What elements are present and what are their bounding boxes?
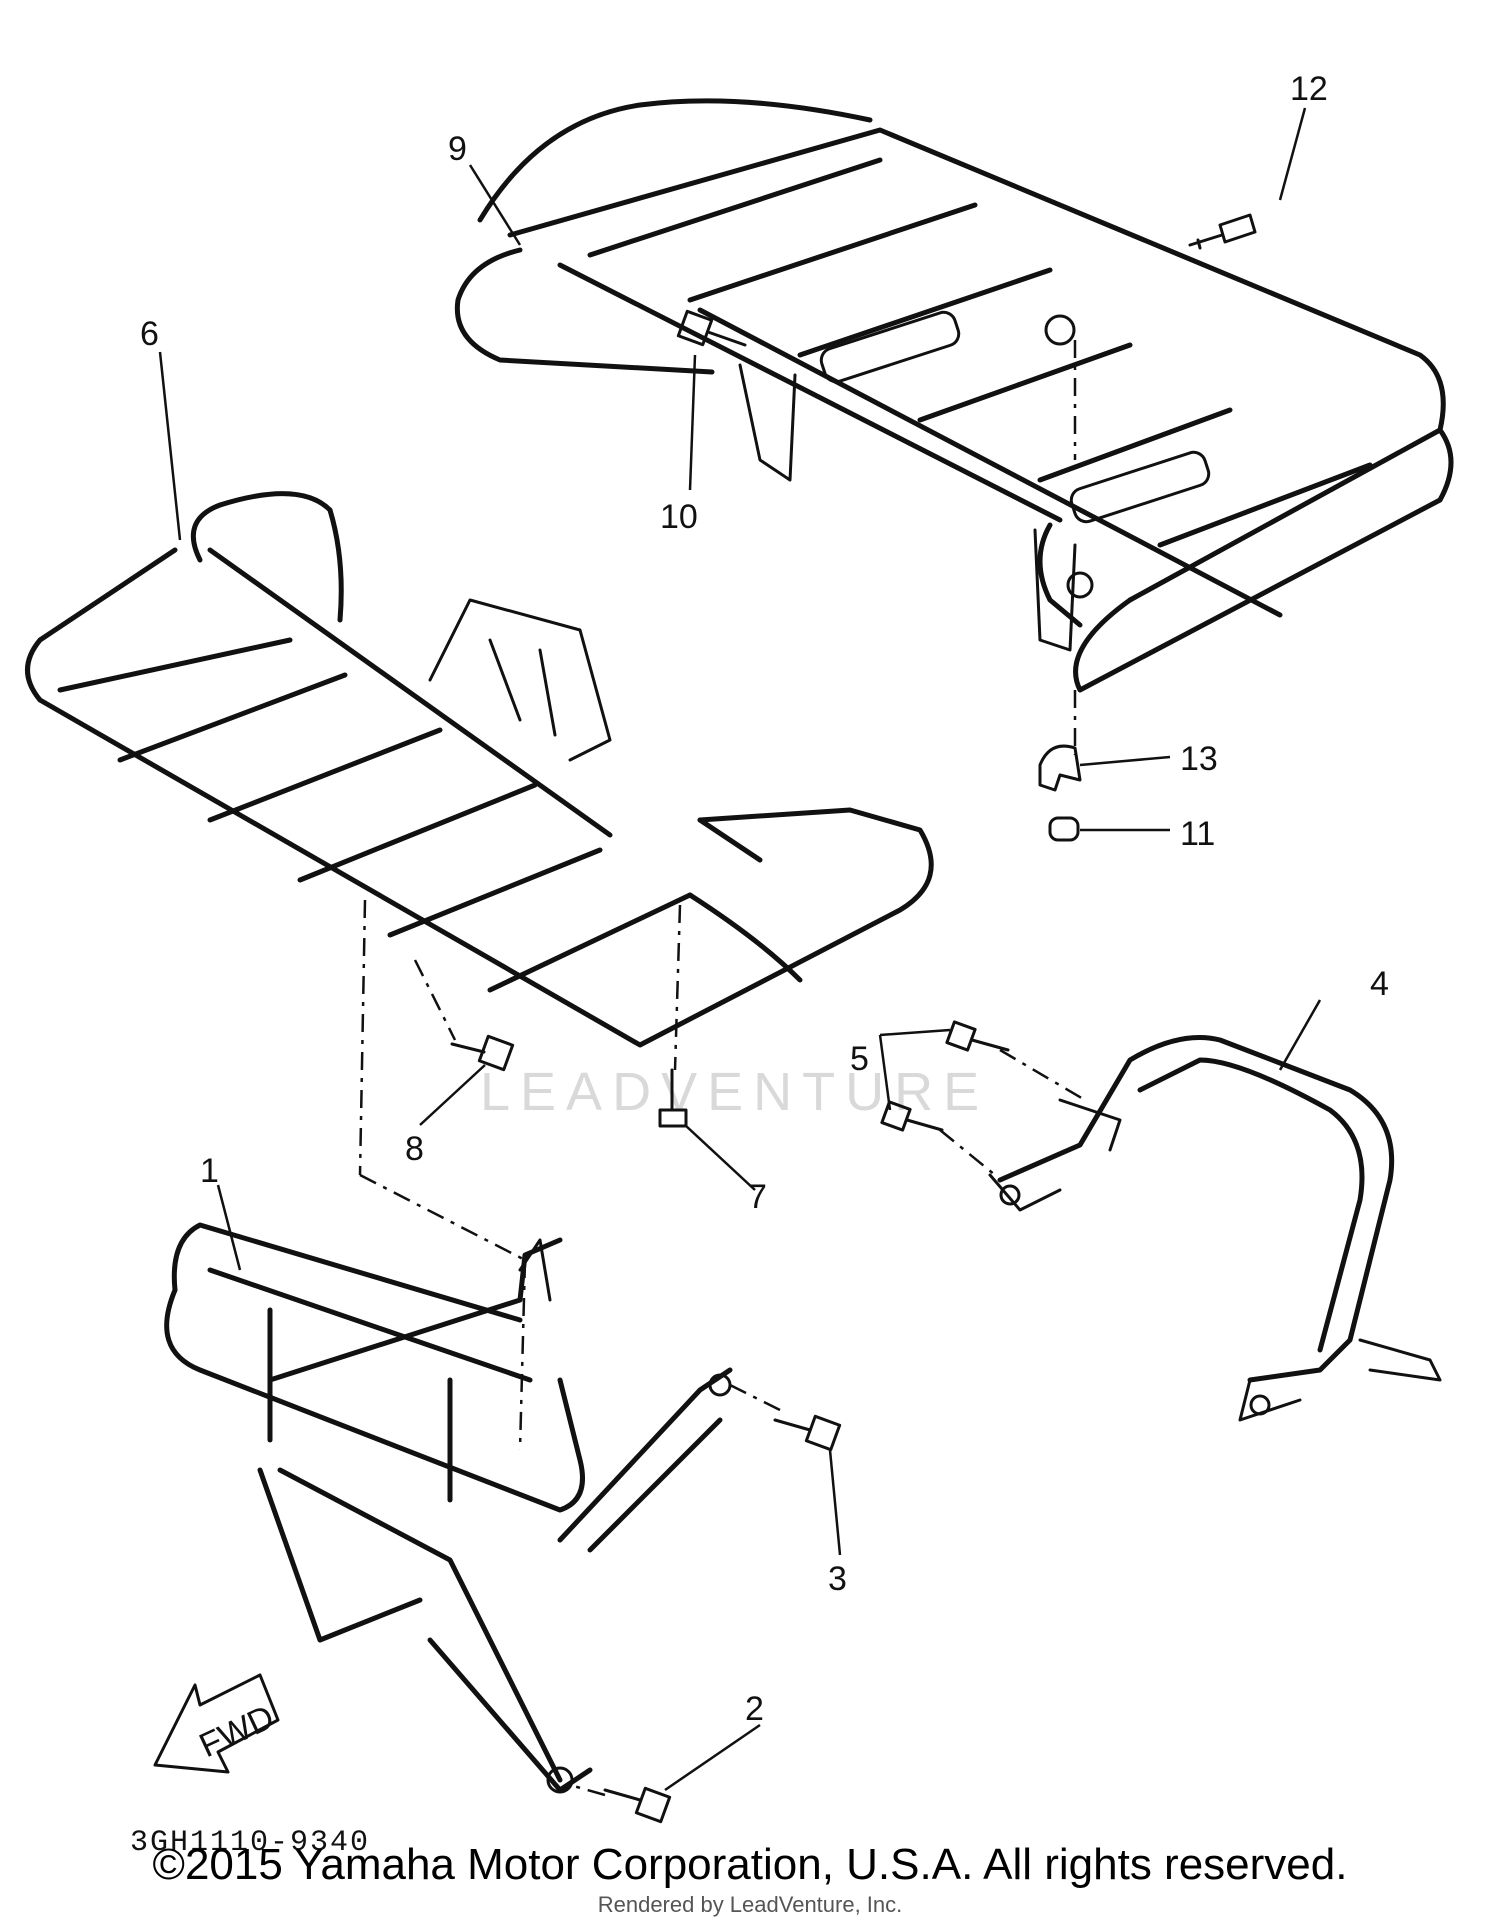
- callout-9: 9: [448, 130, 467, 168]
- callout-1: 1: [200, 1152, 219, 1190]
- callout-11: 11: [1180, 815, 1215, 853]
- bolt-part-7[interactable]: [658, 1068, 688, 1128]
- collar-part-13[interactable]: [1038, 744, 1082, 792]
- callout-3: 3: [828, 1560, 847, 1598]
- bolt-part-10[interactable]: [676, 309, 747, 347]
- fwd-label: FWD: [194, 1698, 280, 1765]
- bolt-part-12[interactable]: [1188, 213, 1257, 250]
- callout-13: 13: [1180, 740, 1218, 778]
- fwd-arrow-icon: FWD: [153, 1673, 280, 1774]
- copyright-notice: ©2015 Yamaha Motor Corporation, U.S.A. A…: [152, 1840, 1348, 1889]
- rear-carrier-part-9[interactable]: [454, 98, 1454, 693]
- leader-lines: [158, 107, 1322, 1792]
- bolt-part-2[interactable]: [603, 1786, 672, 1824]
- spacer-part-11[interactable]: [1048, 816, 1080, 842]
- callout-2: 2: [745, 1690, 764, 1728]
- callout-12: 12: [1290, 70, 1328, 108]
- dashed-assembly-lines: [358, 340, 1086, 1797]
- front-guard-part-1[interactable]: [164, 1222, 733, 1794]
- watermark-text: LEADVENTURE: [480, 1062, 989, 1122]
- front-carrier-part-6[interactable]: [25, 491, 934, 1048]
- bolt-part-5[interactable]: [880, 1020, 1010, 1132]
- callout-6: 6: [140, 315, 159, 353]
- callout-10: 10: [660, 498, 698, 536]
- callout-7: 7: [748, 1178, 767, 1216]
- callout-4: 4: [1370, 965, 1389, 1003]
- callout-8: 8: [405, 1130, 424, 1168]
- drawing-code: 3GH1110-9340: [130, 1826, 370, 1860]
- stay-part-4[interactable]: [988, 1035, 1442, 1422]
- bolt-part-8[interactable]: [450, 1034, 515, 1072]
- callout-5: 5: [850, 1040, 869, 1078]
- render-credit: Rendered by LeadVenture, Inc.: [597, 1892, 903, 1917]
- bolt-part-3[interactable]: [773, 1414, 842, 1452]
